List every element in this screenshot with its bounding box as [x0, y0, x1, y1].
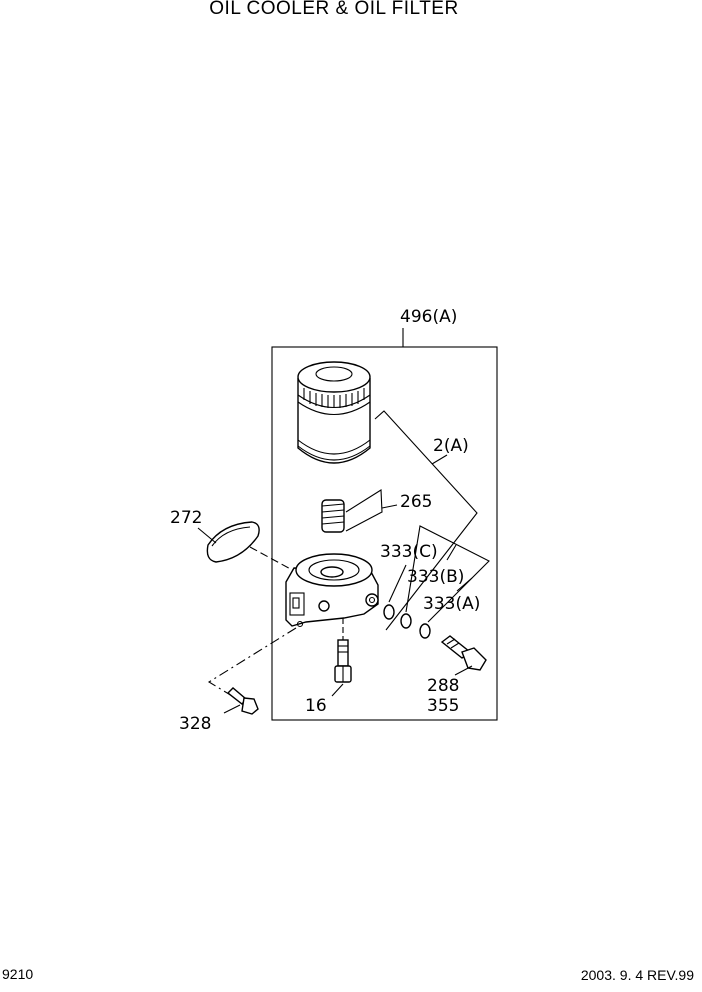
leader-gasket-dashed: [249, 546, 297, 573]
leader-bolt-16: [331, 683, 344, 697]
small-bolt: [334, 639, 352, 683]
label-bolt-16: 16: [305, 696, 327, 716]
leader-element-tag: [431, 454, 448, 465]
label-plug-355: 355: [427, 696, 459, 716]
assembly-frame: [271, 346, 498, 721]
revision-date: 2003. 9. 4 REV.99: [580, 967, 694, 983]
leader-oring-a-tag: [456, 577, 473, 592]
leader-spring-tag: [381, 504, 398, 509]
leader-bolt-328-dashed: [207, 627, 297, 703]
long-bolt: [226, 687, 259, 715]
label-oring-c: 333(C): [380, 542, 438, 562]
leader-oring-c: [388, 564, 407, 603]
label-oring-a: 333(A): [423, 594, 480, 614]
leader-oring-b-tag: [446, 544, 457, 561]
leader-element: [374, 410, 478, 631]
leader-oring-b: [405, 525, 490, 623]
label-bolt-328: 328: [179, 714, 211, 734]
oring-c: [383, 604, 395, 620]
leader-bolt-328: [223, 704, 241, 714]
label-assembly: 496(A): [400, 307, 457, 327]
label-plug-288: 288: [427, 676, 459, 696]
oil-filter-cartridge: [297, 361, 371, 464]
label-oring-b: 333(B): [407, 567, 464, 587]
filter-head: [285, 553, 379, 628]
page-code: 9210: [2, 966, 34, 982]
gasket: [206, 521, 260, 563]
drain-plug: [440, 635, 487, 671]
leader-gasket: [197, 527, 217, 544]
oring-a: [419, 623, 431, 639]
oring-b: [400, 613, 412, 629]
spring: [321, 499, 345, 533]
label-element: 2(A): [433, 436, 469, 456]
label-spring: 265: [400, 492, 432, 512]
leader-spring: [345, 489, 383, 532]
label-gasket: 272: [170, 508, 202, 528]
page-title: OIL COOLER & OIL FILTER: [209, 0, 459, 19]
leader-plug: [454, 665, 473, 676]
